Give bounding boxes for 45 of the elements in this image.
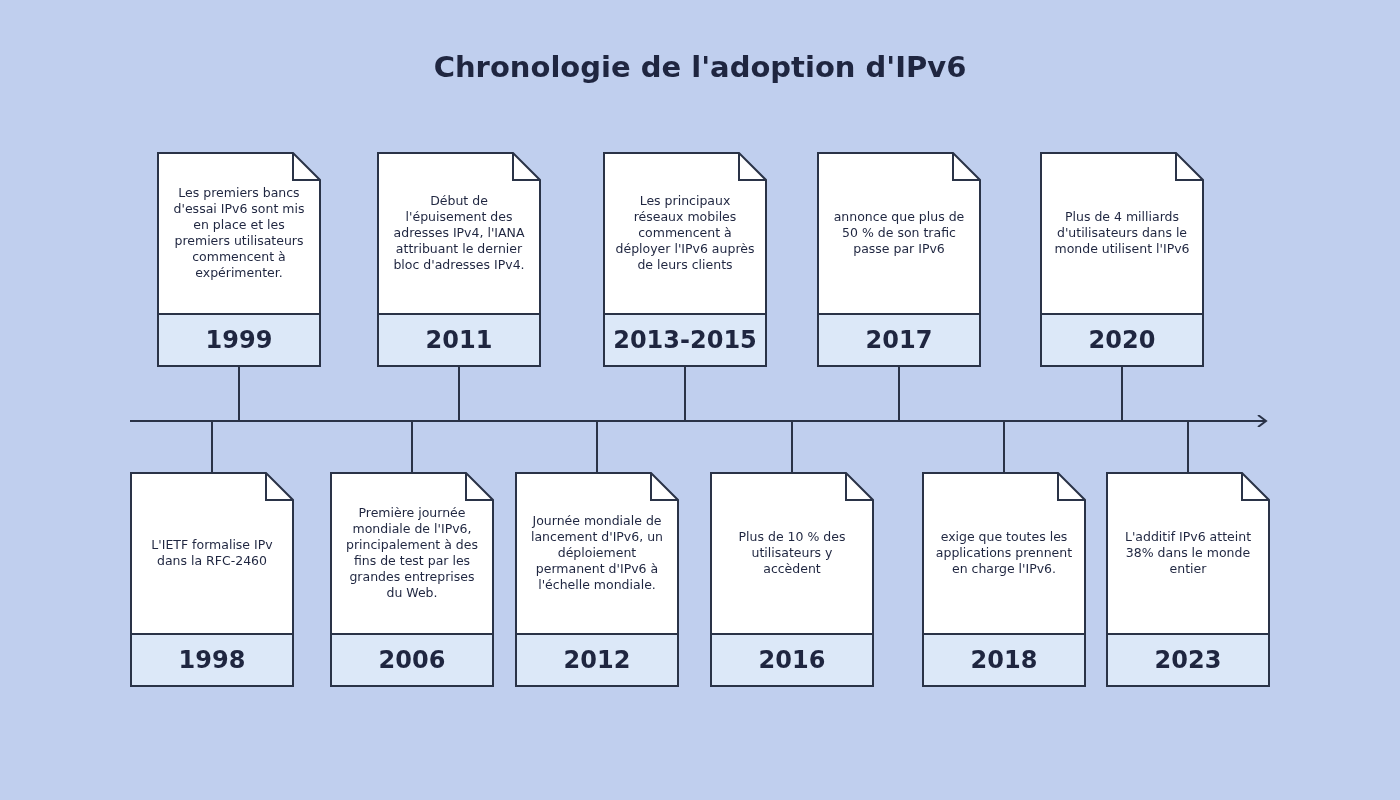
timeline-tick [791,420,793,473]
timeline-tick [1121,366,1123,422]
diagram-title: Chronologie de l'adoption d'IPv6 [432,50,968,84]
year-label: 2018 [922,633,1086,687]
year-label: 2006 [330,633,494,687]
timeline-tick [211,420,213,473]
timeline-tick [411,420,413,473]
document-card [515,472,679,687]
document-card [603,152,767,367]
timeline-tick [1187,420,1189,473]
year-label: 1999 [157,313,321,367]
timeline-tick [238,366,240,422]
timeline-tick [458,366,460,422]
event-description: Journée mondiale de lancement d'IPv6, un déploiement permanent d'IPv6 à l'échelle mondiale. [530,512,664,593]
year-label: 1998 [130,633,294,687]
document-card [330,472,494,687]
year-label: 2017 [817,313,981,367]
year-label: 2020 [1040,313,1204,367]
document-card [922,472,1086,687]
event-description: Plus de 4 milliards d'utilisateurs dans le monde utilisent l'IPv6 [1053,208,1191,257]
event-description: Les premiers bancs d'essai IPv6 sont mis en place et les premiers utilisateurs commencent à expérimenter. [172,184,306,281]
timeline-tick [684,366,686,422]
event-description: L'additif IPv6 atteint 38% dans le monde entier [1123,528,1253,577]
year-label: 2012 [515,633,679,687]
year-label: 2011 [377,313,541,367]
event-description: Début de l'épuisement des adresses IPv4, l'IANA attribuant le dernier bloc d'adresses IPv4. [392,192,526,273]
document-card [710,472,874,687]
event-description: L'IETF formalise IPv dans la RFC-2460 [150,536,274,569]
event-description: Première journée mondiale de l'IPv6, principalement à des fins de test par les grandes entreprises du Web. [345,504,479,601]
timeline-tick [1003,420,1005,473]
event-description: Plus de 10 % des utilisateurs y accèdent [737,528,847,577]
document-card [1040,152,1204,367]
year-label: 2013-2015 [603,313,767,367]
timeline-tick [596,420,598,473]
event-description: exige que toutes les applications prennent en charge l'IPv6. [934,528,1074,577]
document-card [377,152,541,367]
document-card [157,152,321,367]
year-label: 2016 [710,633,874,687]
document-card [1106,472,1270,687]
event-description: annonce que plus de 50 % de son trafic passe par IPv6 [832,208,966,257]
document-card [130,472,294,687]
document-card [817,152,981,367]
event-description: Les principaux réseaux mobiles commencent à déployer l'IPv6 auprès de leurs clients [615,192,755,273]
timeline-tick [898,366,900,422]
year-label: 2023 [1106,633,1270,687]
